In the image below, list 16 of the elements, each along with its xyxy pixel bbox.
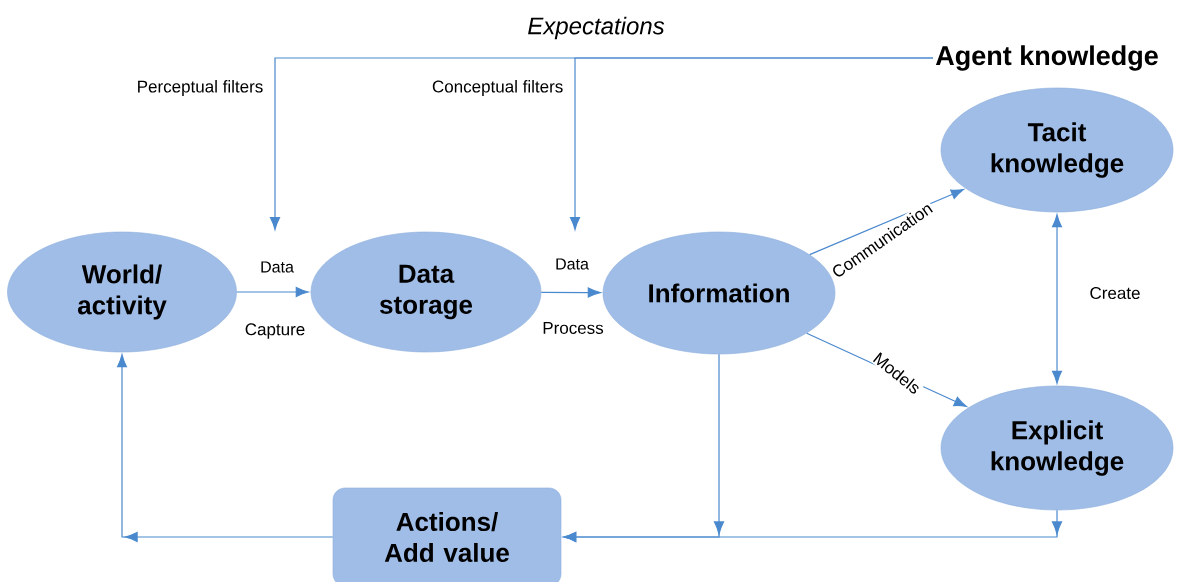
arrow [1051, 214, 1063, 384]
edge-label: Perceptual filters [135, 78, 265, 98]
arrow [116, 354, 334, 543]
heading-text: Agent knowledge [935, 45, 1158, 71]
action-box: Actions/ Add value [332, 487, 562, 582]
flow-label: Data [261, 261, 294, 273]
arrow [540, 287, 601, 298]
edge-label: Conceptual filters [430, 78, 565, 98]
edge-label: Create [1088, 285, 1142, 301]
edge-label: Capture [243, 321, 307, 341]
arrow [569, 57, 934, 231]
arrow [809, 189, 964, 256]
arrow [563, 509, 1063, 543]
arrow [236, 286, 309, 298]
heading-text: Expectations [528, 16, 665, 40]
flow-label: Data [556, 258, 589, 270]
